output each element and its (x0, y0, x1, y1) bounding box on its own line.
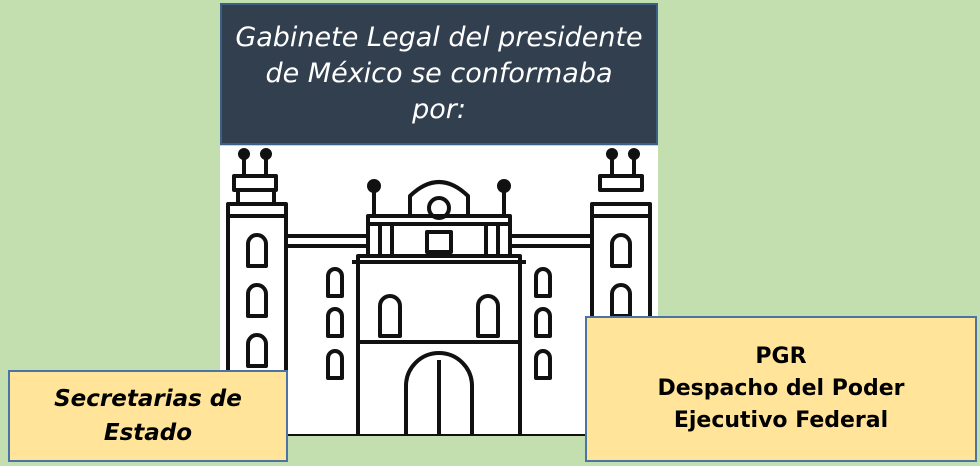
title-text: Gabinete Legal del presidente de México … (223, 20, 654, 128)
title-line-3: por: (412, 94, 466, 125)
title-line-1: Gabinete Legal del presidente (235, 22, 643, 53)
pgr-line-1: PGR (755, 344, 807, 369)
secretarias-line-1: Secretarias de (54, 386, 242, 412)
pgr-line-2: Despacho del Poder (657, 376, 905, 401)
pgr-line-3: Ejecutivo Federal (673, 408, 889, 433)
secretarias-line-2: Estado (103, 420, 193, 446)
pgr-text: PGR Despacho del Poder Ejecutivo Federal (658, 341, 905, 437)
secretarias-text: Secretarias de Estado (54, 382, 242, 450)
secretarias-box: Secretarias de Estado (8, 370, 288, 462)
title-line-2: de México se conformaba (265, 58, 613, 89)
title-box: Gabinete Legal del presidente de México … (220, 3, 658, 145)
pgr-box: PGR Despacho del Poder Ejecutivo Federal (585, 316, 977, 462)
